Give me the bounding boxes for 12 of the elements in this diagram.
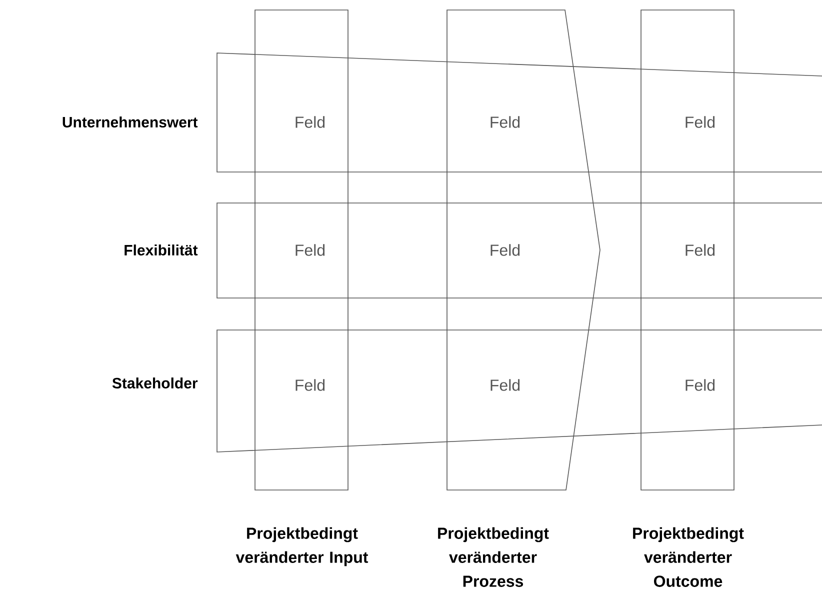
field-label: Feld — [296, 244, 325, 256]
field-label: Feld — [490, 379, 520, 391]
field-label: Feld — [296, 116, 325, 128]
field-label: Feld — [296, 379, 325, 391]
field-label: Feld — [490, 244, 520, 256]
field-label: Feld — [686, 244, 715, 256]
node-label: Projektbedingt veränderter Prozess — [438, 527, 549, 587]
field-label: Feld — [490, 116, 520, 128]
node-label: Projektbedingt veränderter Outcome — [633, 527, 744, 587]
field-label: Feld — [686, 116, 715, 128]
field-label: Feld — [686, 379, 715, 391]
node-label: Projektbedingt veränderter Input — [236, 527, 368, 566]
